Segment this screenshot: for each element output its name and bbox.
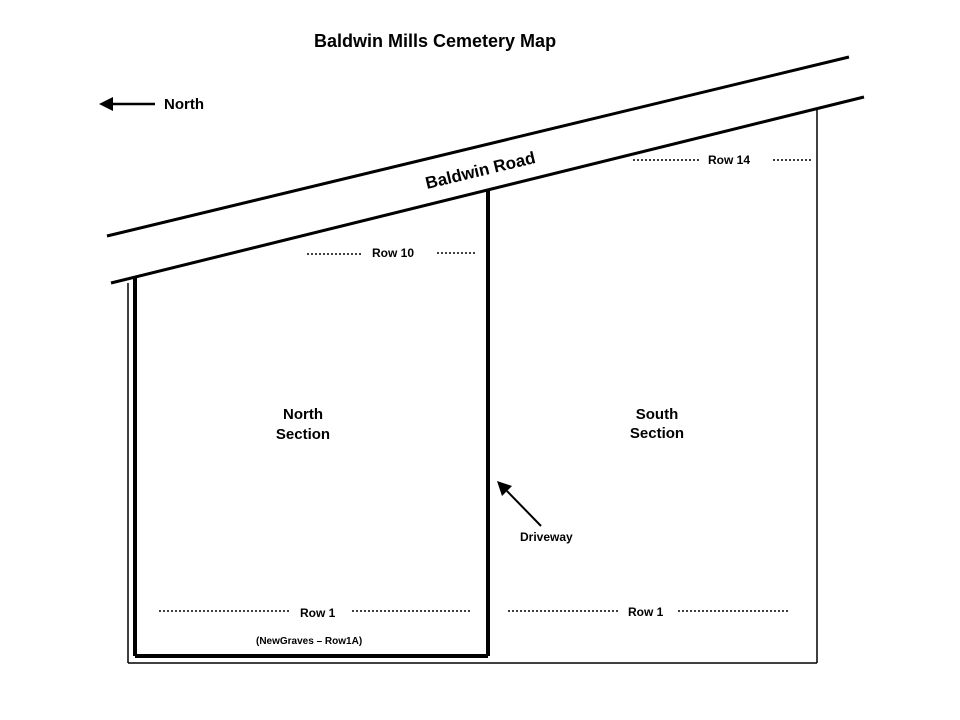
row-marker-north-bottom: Row 1	[159, 606, 472, 620]
north-arrow-label: North	[164, 96, 204, 113]
south-section-label-1: South	[636, 406, 679, 423]
row-marker-south-bottom: Row 1	[508, 605, 790, 619]
driveway-label: Driveway	[520, 530, 573, 544]
row-label-north-bottom: Row 1	[300, 606, 336, 620]
driveway-pointer: Driveway	[497, 481, 573, 544]
cemetery-boundary	[127, 109, 818, 664]
driveway-arrow-shaft	[506, 490, 542, 527]
south-section-label-2: Section	[630, 425, 684, 442]
north-arrow-icon	[99, 97, 113, 111]
driveway-arrow-icon	[497, 481, 512, 496]
row-label-north-top: Row 10	[372, 246, 414, 260]
row-label-south-top: Row 14	[708, 153, 750, 167]
row-marker-north-top: Row 10	[307, 246, 477, 260]
north-section-label-2: Section	[276, 426, 330, 443]
north-section-label-1: North	[283, 406, 323, 423]
north-section-outline	[133, 189, 490, 658]
row-marker-south-top: Row 14	[633, 153, 811, 167]
baldwin-road: Baldwin Road	[106, 55, 865, 285]
north-arrow: North	[99, 96, 204, 113]
row-label-south-bottom: Row 1	[628, 605, 664, 619]
new-graves-label: (NewGraves – Row1A)	[256, 636, 362, 647]
map-title: Baldwin Mills Cemetery Map	[314, 31, 556, 51]
road-edge-upper	[106, 55, 850, 238]
